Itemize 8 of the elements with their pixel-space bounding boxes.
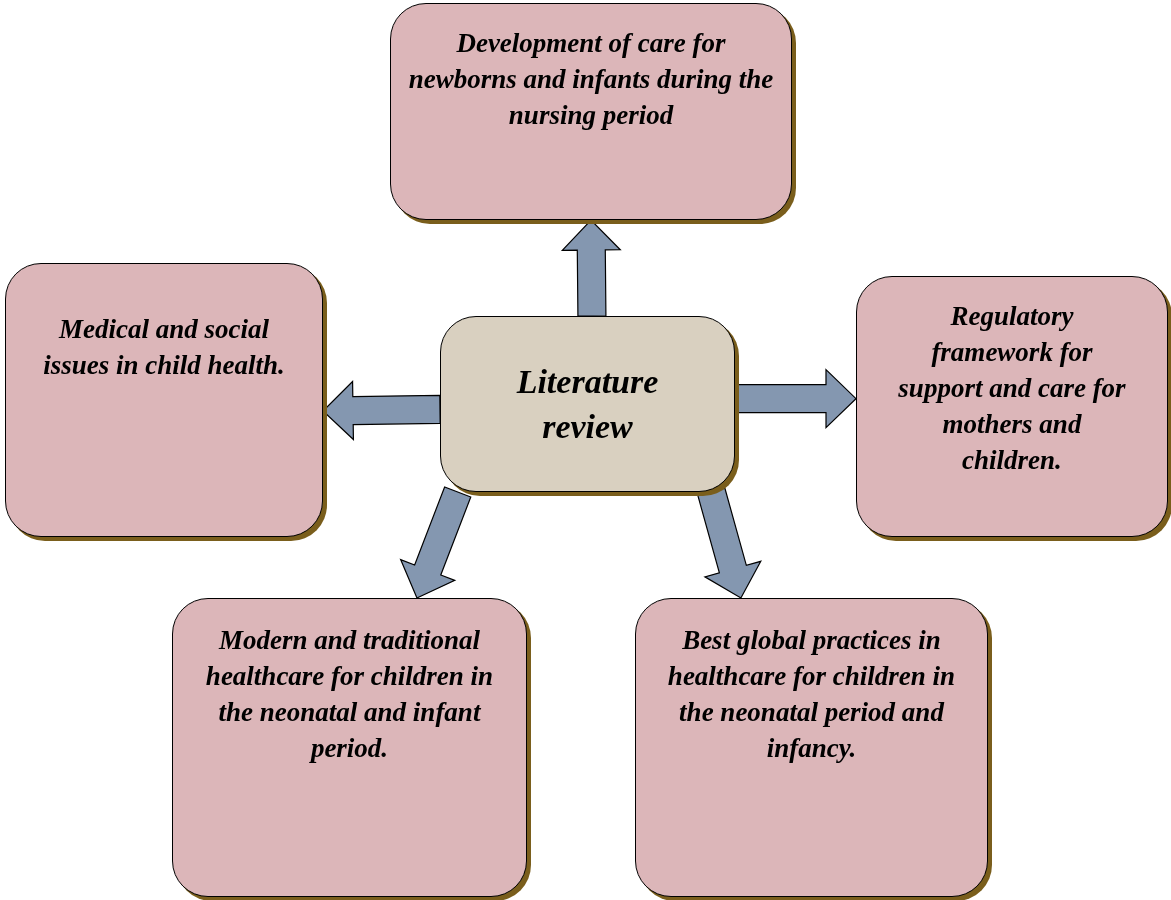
topic-text: Medical and social issues in child health.: [42, 313, 286, 382]
topic-text: Regulatory framework for support and care for mothers and children.: [897, 300, 1127, 477]
central-title: Literature review: [515, 361, 660, 447]
topic-text: Best global practices in healthcare for children in the neonatal period and infancy.: [666, 624, 957, 765]
block-arrow: [399, 486, 472, 599]
block-arrow: [697, 487, 762, 599]
topic-text: Development of care for newborns and infants during the nursing period: [407, 27, 775, 132]
topic-text: Modern and traditional healthcare for children in the neonatal and infant period.: [204, 624, 495, 765]
